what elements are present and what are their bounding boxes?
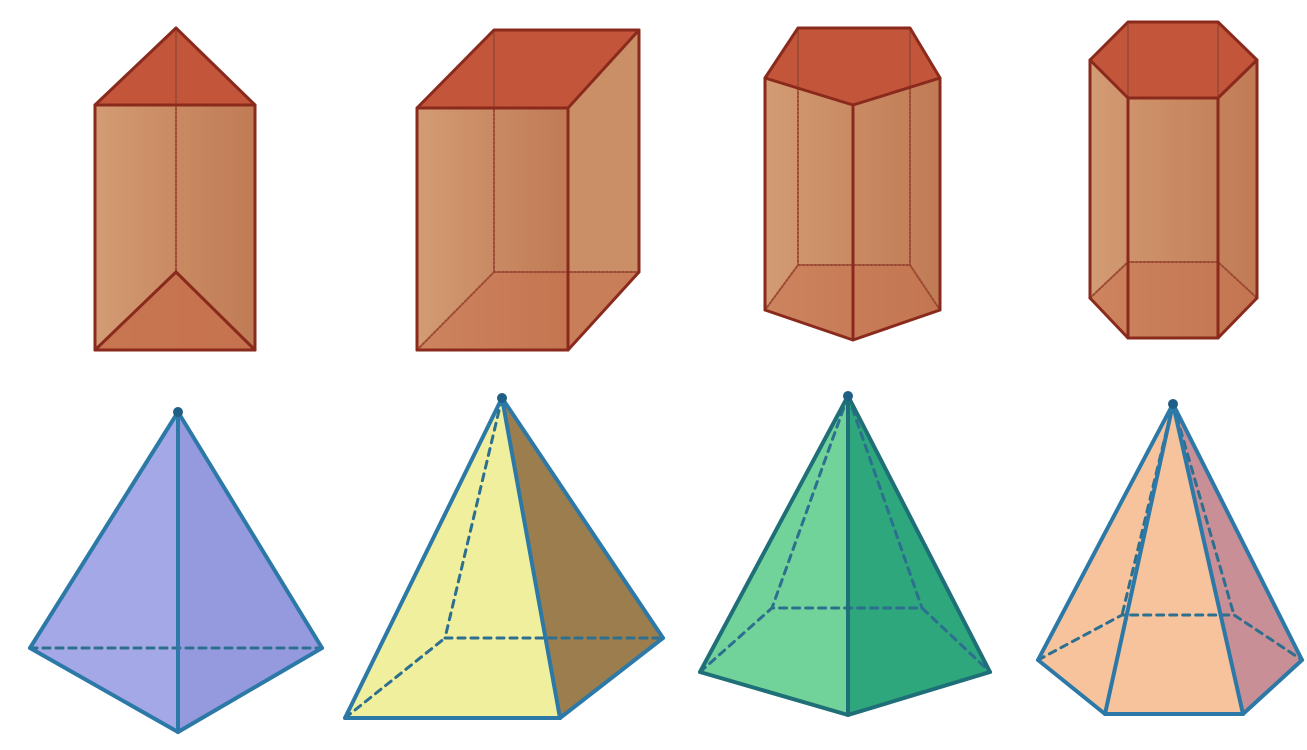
prism-top-face: [765, 28, 940, 105]
prism-body: [95, 105, 255, 350]
pyramid-edges: [1036, 402, 1304, 716]
pyramid-left-face: [30, 412, 178, 732]
pyramid-edges: [343, 396, 665, 720]
pyramid-apex: [843, 391, 853, 401]
pyramid-left-face: [700, 396, 848, 715]
prism-top-face: [417, 30, 639, 108]
prism-edges: [93, 26, 257, 352]
prism-right-face: [568, 30, 639, 350]
triangular-prism: [93, 26, 257, 352]
prism-top-face: [95, 28, 255, 105]
pyramid-edges: [28, 410, 324, 734]
pyramid-apex: [1168, 399, 1178, 409]
pyramid-apex: [497, 393, 507, 403]
hexagonal-prism: [1088, 20, 1259, 340]
pyramid-front-face: [345, 398, 560, 718]
rectangular-prism: [415, 28, 641, 352]
triangular-pyramid: [28, 407, 324, 734]
pyramid-right-face: [848, 396, 990, 715]
pyramid-apex: [173, 407, 183, 417]
pyramid-edges: [698, 394, 992, 717]
pyramid-right-face: [502, 398, 663, 718]
hexagonal-pyramid: [1036, 399, 1304, 716]
prism-top-face: [1090, 22, 1257, 98]
pyramid-right-face: [178, 412, 322, 732]
prism-bottom-face: [417, 272, 639, 350]
prism-edges: [763, 26, 942, 342]
prism-bottom-face: [1090, 262, 1257, 338]
prism-bottom-face: [95, 272, 255, 350]
square-pyramid: [343, 393, 665, 720]
pyramid-right-face: [1173, 404, 1302, 714]
pentagonal-pyramid: [698, 391, 992, 717]
pentagonal-prism: [763, 26, 942, 342]
pyramid-hidden-edges: [343, 396, 665, 720]
prism-edges: [415, 28, 641, 352]
pyramid-hidden-edges: [1036, 402, 1304, 662]
prism-edges: [1088, 20, 1259, 340]
